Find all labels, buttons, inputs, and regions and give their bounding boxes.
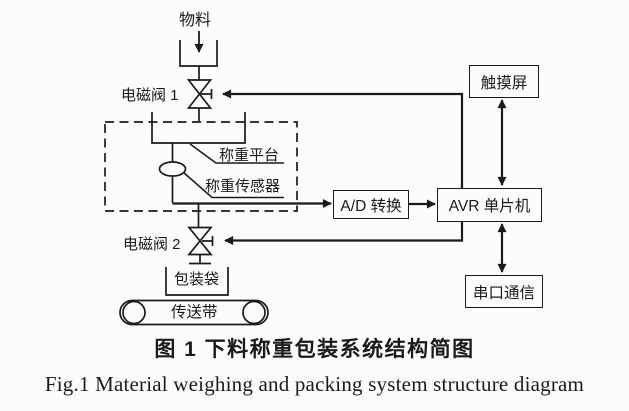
- load-cell-icon: [158, 161, 187, 177]
- platform-label: 称重平台: [219, 147, 280, 164]
- valve2-label: 电磁阀 2: [123, 236, 181, 253]
- figure-caption-zh: 图 1 下料称重包装系统结构简图: [154, 338, 475, 361]
- conveyor-belt-shape: [119, 299, 269, 326]
- valve2-icon: [187, 226, 214, 265]
- valve1-label: 电磁阀 1: [121, 87, 179, 104]
- figure-caption-en: Fig.1 Material weighing and packing syst…: [44, 372, 585, 396]
- sensor-label: 称重传感器: [205, 178, 281, 195]
- serial-comm-block: 串口通信: [465, 275, 543, 308]
- belt-label: 传送带: [171, 304, 218, 321]
- bag-shape: [165, 267, 229, 296]
- avr-mcu-block: AVR 单片机: [437, 188, 542, 222]
- material-label: 物料: [179, 12, 212, 29]
- valve1-icon: [186, 79, 213, 121]
- hopper-shape: [179, 40, 218, 80]
- ad-converter-block: A/D 转换: [333, 190, 409, 219]
- weighing-unit-dashed-box: [104, 121, 298, 212]
- bag-label: 包装袋: [174, 271, 220, 288]
- touch-screen-block: 触摸屏: [469, 65, 539, 98]
- valve1-control-line: [222, 89, 464, 188]
- valve2-control-line: [224, 221, 464, 245]
